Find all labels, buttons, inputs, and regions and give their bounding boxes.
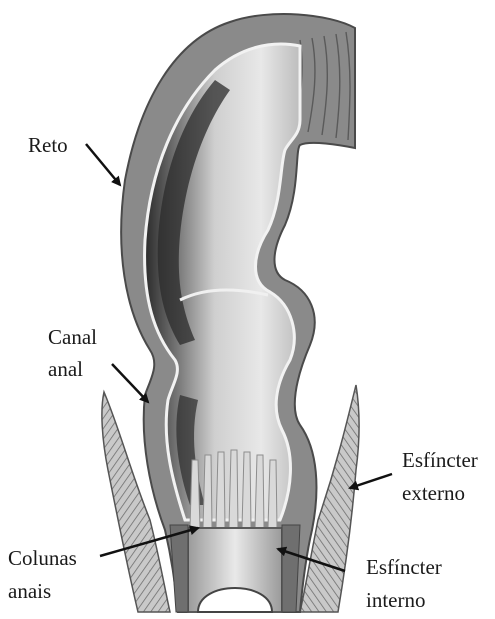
label-colunas-line2: anais bbox=[8, 579, 51, 603]
label-esfincter-externo-line1: Esfíncter bbox=[402, 448, 478, 472]
label-canal-anal-line1: Canal bbox=[48, 325, 97, 349]
label-esfincter-interno-line1: Esfíncter bbox=[366, 555, 442, 579]
label-colunas-line1: Colunas bbox=[8, 546, 77, 570]
label-esfincter-externo-line2: externo bbox=[402, 481, 465, 505]
arrow-canal-anal bbox=[112, 364, 148, 402]
label-canal-anal-line2: anal bbox=[48, 357, 83, 381]
internal-sphincter-left bbox=[170, 525, 188, 612]
label-esfincter-interno-line2: interno bbox=[366, 588, 425, 612]
arrow-esfincter-externo bbox=[350, 474, 392, 488]
label-reto: Reto bbox=[28, 133, 68, 157]
arrow-reto bbox=[86, 144, 120, 185]
